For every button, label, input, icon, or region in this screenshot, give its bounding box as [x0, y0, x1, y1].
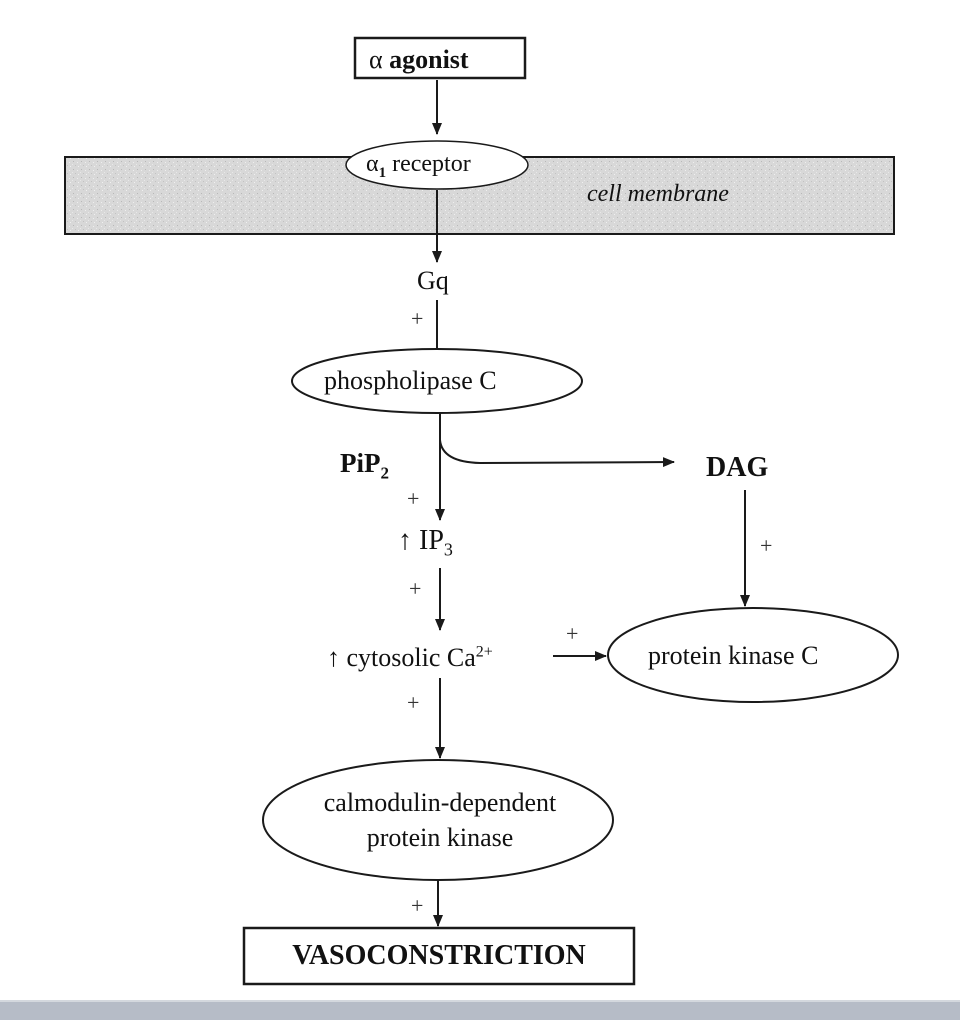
calcium-text: cytosolic Ca	[346, 643, 476, 672]
sign-pip2-ip3: +	[407, 486, 420, 511]
receptor-text: receptor	[392, 151, 471, 177]
pip2-label: PiP2	[340, 448, 389, 482]
agonist-label: α agonist	[369, 47, 469, 73]
camk-ellipse	[262, 759, 614, 881]
sign-ca-camk: +	[407, 690, 420, 715]
plc-label: phospholipase C	[324, 366, 497, 395]
receptor-label: α1 receptor	[366, 151, 471, 180]
pkc-label: protein kinase C	[648, 641, 819, 670]
camk-label-line1: calmodulin-dependent	[323, 788, 557, 817]
agonist-text: agonist	[389, 45, 469, 74]
pip2-base: PiP	[340, 448, 381, 478]
agonist-box	[353, 36, 527, 80]
increase-arrow-icon: ↑	[327, 643, 340, 672]
calcium-label: ↑ cytosolic Ca2+	[327, 643, 493, 672]
sign-ip3-ca: +	[409, 576, 422, 601]
bottom-bar	[0, 1000, 960, 1020]
sign-gq-plc: +	[411, 306, 424, 331]
dag-label: DAG	[706, 452, 769, 483]
ip3-label: ↑ IP3	[398, 525, 453, 559]
pkc-ellipse	[607, 607, 899, 703]
plc-ellipse	[291, 348, 583, 414]
receptor-ellipse	[345, 140, 529, 190]
ip3-subscript: 3	[443, 539, 453, 560]
alpha-symbol: α	[369, 45, 383, 74]
vasoconstriction-box	[242, 926, 636, 986]
sign-camk-vaso: +	[411, 893, 424, 918]
camk-label-line2: protein kinase	[366, 823, 514, 852]
gq-label: Gq	[417, 266, 449, 295]
receptor-subscript: 1	[378, 164, 387, 181]
membrane-label: cell membrane	[587, 181, 729, 207]
calcium-superscript: 2+	[475, 643, 493, 661]
arrow-plc-dag	[439, 439, 675, 468]
vasoconstriction-label: VASOCONSTRICTION	[292, 940, 586, 971]
sign-dag-pkc: +	[760, 533, 773, 558]
sign-ca-pkc: +	[566, 621, 579, 646]
pip2-subscript: 2	[380, 463, 390, 483]
increase-arrow-icon: ↑	[398, 525, 412, 556]
receptor-alpha-symbol: α	[366, 151, 379, 177]
ip3-base: IP	[419, 525, 444, 556]
